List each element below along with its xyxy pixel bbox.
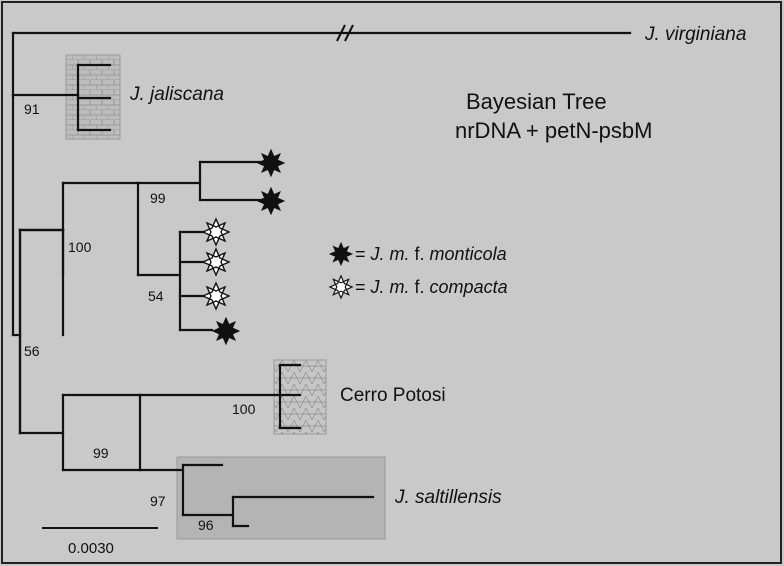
filled-star-icon — [212, 317, 240, 345]
legend-filled-form: monticola — [430, 244, 507, 264]
tree-title-line2: nrDNA + petN-psbM — [455, 118, 652, 143]
legend-open-genus: J. m. — [370, 277, 410, 297]
filled-star-icon — [257, 149, 285, 177]
filled-star-icon — [257, 187, 285, 215]
support-monticola-group: 100 — [68, 239, 92, 255]
support-jaliscana: 91 — [24, 101, 40, 117]
open-star-icon — [329, 275, 353, 299]
legend-open-label: = J. m. f. compacta — [355, 277, 508, 297]
scale-bar: 0.0030 — [42, 527, 158, 557]
support-saltillensis-inner: 96 — [198, 517, 214, 533]
scale-bar-label: 0.0030 — [68, 540, 114, 557]
support-compacta-clade: 54 — [148, 288, 164, 304]
legend-filled-label: = J. m. f. monticola — [355, 244, 507, 264]
tree-title-line1: Bayesian Tree — [466, 89, 607, 114]
legend-open-rank: f. — [415, 277, 430, 297]
tree-branches — [11, 24, 632, 528]
legend-open-prefix: = — [355, 277, 371, 297]
support-saltillensis-clade: 97 — [150, 493, 166, 509]
open-star-icon — [202, 282, 230, 310]
taxon-saltillensis: J. saltillensis — [394, 487, 502, 508]
support-values: 91 99 100 54 56 100 99 97 96 — [24, 101, 256, 533]
cerro-potosi-box — [273, 359, 327, 435]
legend-filled-rank: f. — [415, 244, 430, 264]
open-star-icon — [202, 248, 230, 276]
support-potosi-saltillensis: 99 — [93, 445, 109, 461]
filled-star-icon — [329, 242, 353, 266]
taxon-virginiana: J. virginiana — [644, 24, 746, 45]
legend-open-form: compacta — [430, 277, 508, 297]
double-slash-break-icon — [336, 24, 354, 42]
legend-filled-prefix: = — [355, 244, 371, 264]
taxon-cerro-potosi: Cerro Potosi — [340, 385, 446, 406]
support-monticola-pair: 99 — [150, 190, 166, 206]
open-star-icon — [202, 218, 230, 246]
legend: = J. m. f. monticola = J. m. f. compacta — [329, 242, 508, 299]
support-ingroup: 56 — [24, 343, 40, 359]
support-cerro-potosi: 100 — [232, 401, 256, 417]
legend-filled-genus: J. m. — [370, 244, 410, 264]
taxon-jaliscana: J. jaliscana — [129, 84, 224, 105]
